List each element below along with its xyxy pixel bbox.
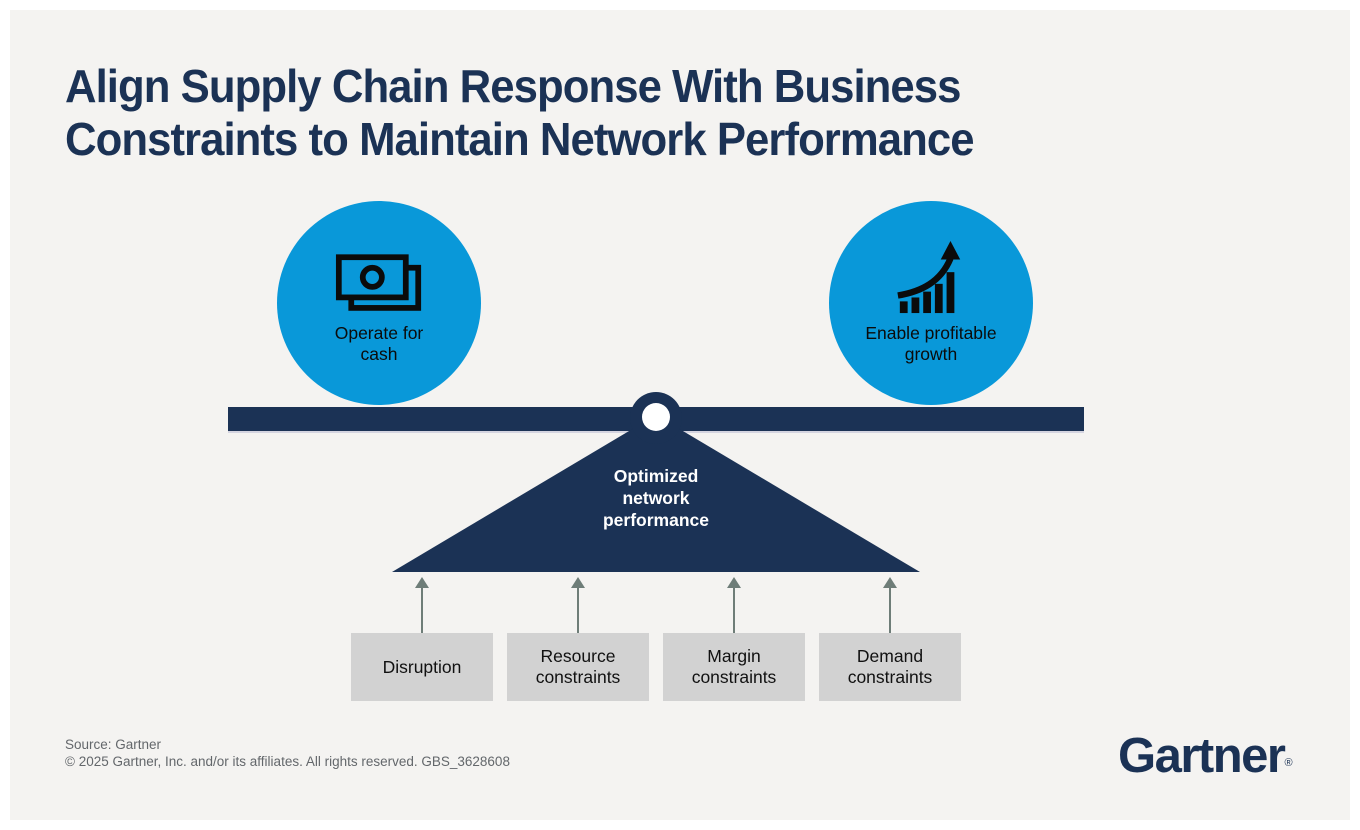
fulcrum-label: Optimized network performance [602, 466, 709, 530]
pivot-circle-center [642, 403, 670, 431]
gartner-logo: Gartner® [1118, 729, 1293, 783]
left-pan-circle: Operate for cash [277, 201, 481, 405]
cash-icon [335, 253, 423, 320]
growth-arrow-icon [894, 239, 968, 322]
right-pan-circle: Enable profitable growth [829, 201, 1033, 405]
right-pan-label: Enable profitable growth [865, 323, 997, 364]
infographic-canvas: Align Supply Chain Response With Busines… [10, 10, 1350, 820]
constraint-box-disruption: Disruption [351, 633, 493, 701]
up-arrow-icon [882, 577, 898, 633]
left-pan-label: Operate for cash [334, 323, 424, 364]
constraint-box-margin: Margin constraints [663, 633, 805, 701]
source-line: Source: Gartner [65, 737, 162, 752]
constraint-box-resource: Resource constraints [507, 633, 649, 701]
up-arrow-icon [726, 577, 742, 633]
up-arrow-icon [414, 577, 430, 633]
registered-trademark-icon: ® [1284, 757, 1293, 769]
footer: Source: Gartner © 2025 Gartner, Inc. and… [65, 736, 510, 770]
constraint-box-demand: Demand constraints [819, 633, 961, 701]
page-title: Align Supply Chain Response With Busines… [65, 60, 975, 165]
up-arrow-icon [570, 577, 586, 633]
copyright-line: © 2025 Gartner, Inc. and/or its affiliat… [65, 754, 510, 769]
